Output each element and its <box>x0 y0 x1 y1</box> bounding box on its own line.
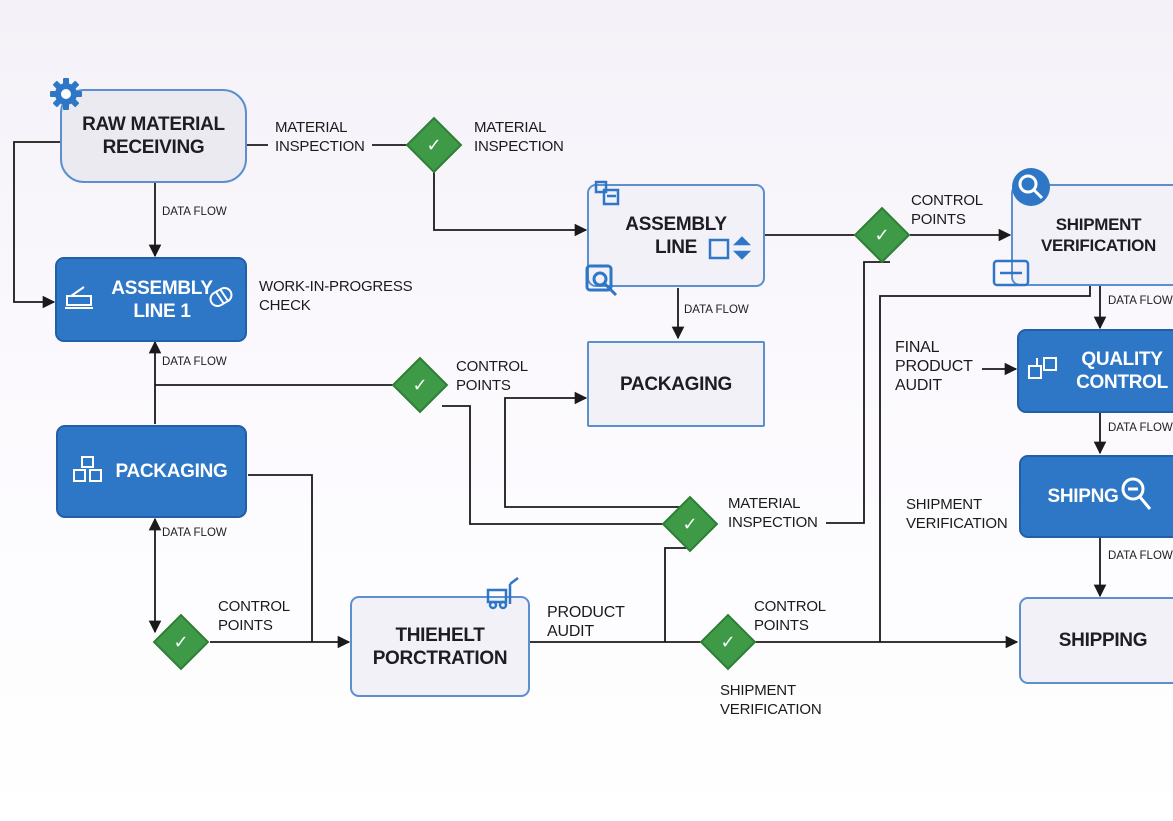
connector <box>13 141 60 309</box>
conveyor-icon <box>706 234 752 264</box>
node-label: SHIPNG <box>1047 486 1119 507</box>
edge-label-material-inspection: MATERIAL INSPECTION <box>474 119 564 155</box>
forklift-icon <box>990 253 1032 289</box>
connector <box>248 474 313 642</box>
node-label: QUALITY CONTROL <box>1076 349 1168 393</box>
edge-label-shipment-verification: SHIPMENT VERIFICATION <box>906 496 1008 532</box>
assembly-line-node[interactable]: ASSEMBLY LINE <box>587 184 765 287</box>
edge-label-data-flow: DATA FLOW <box>1108 550 1173 562</box>
edge-label-data-flow: DATA FLOW <box>684 304 749 316</box>
gear-icon <box>48 76 84 112</box>
edge-label-final-product-audit: FINAL PRODUCT AUDIT <box>895 339 973 394</box>
node-label: RAW MATERIAL RECEIVING <box>82 114 225 158</box>
packaging-left-node[interactable]: PACKAGING <box>56 425 247 518</box>
edge-label-material-inspection: MATERIAL INSPECTION <box>728 495 818 531</box>
connector <box>442 405 670 525</box>
edge-label-data-flow: DATA FLOW <box>162 206 227 218</box>
edge-label-shipment-verification: SHIPMENT VERIFICATION <box>720 682 822 718</box>
conveyor-icon <box>590 176 624 210</box>
assembly-line-1-node[interactable]: ASSEMBLY LINE 1 <box>55 257 247 342</box>
node-label: PACKAGING <box>619 373 732 395</box>
connector <box>504 391 692 508</box>
thiehelt-porctration-node[interactable]: THIEHELT PORCTRATION <box>350 596 530 697</box>
shipping-node[interactable]: SHIPPING <box>1019 597 1173 684</box>
node-label: THIEHELT PORCTRATION <box>372 624 508 669</box>
edge-label-data-flow: DATA FLOW <box>162 356 227 368</box>
node-label: SHIPMENT VERIFICATION <box>1040 215 1157 255</box>
packaging-center-node[interactable]: PACKAGING <box>587 341 765 427</box>
edge-label-data-flow: DATA FLOW <box>1108 295 1173 307</box>
node-label: ASSEMBLY LINE 1 <box>111 277 213 322</box>
edge-label-work-in-progress-check: WORK-IN-PROGRESS CHECK <box>259 278 413 314</box>
edge-label-data-flow: DATA FLOW <box>162 527 227 539</box>
machine-icon <box>62 280 96 314</box>
shipng-node[interactable]: SHIPNG <box>1019 455 1173 538</box>
connector <box>433 168 588 237</box>
edge-label-material-inspection: MATERIAL INSPECTION <box>275 119 365 155</box>
connector <box>664 547 690 642</box>
edge-label-control-points: CONTROL POINTS <box>911 192 983 228</box>
edge-label-control-points: CONTROL POINTS <box>456 358 528 394</box>
edge-label-product-audit: PRODUCT AUDIT <box>547 604 625 640</box>
magnifier-icon <box>1118 474 1154 514</box>
edge-label-data-flow: DATA FLOW <box>1108 422 1173 434</box>
connector <box>826 261 890 524</box>
forklift-icon <box>484 576 522 612</box>
edge-label-control-points: CONTROL POINTS <box>754 598 826 634</box>
magnifier-icon <box>1010 166 1052 208</box>
gear-icon <box>204 284 238 314</box>
boxes-icon <box>1025 350 1061 386</box>
edge-label-control-points: CONTROL POINTS <box>218 598 290 634</box>
node-label: ASSEMBLY LINE <box>625 213 727 258</box>
node-label: SHIPPING <box>1058 630 1148 651</box>
magnifier-icon <box>583 262 621 300</box>
connector <box>879 286 1091 642</box>
boxes-icon <box>70 452 106 488</box>
raw-material-receiving-node[interactable]: RAW MATERIAL RECEIVING <box>60 89 247 183</box>
node-label: PACKAGING <box>115 461 228 482</box>
